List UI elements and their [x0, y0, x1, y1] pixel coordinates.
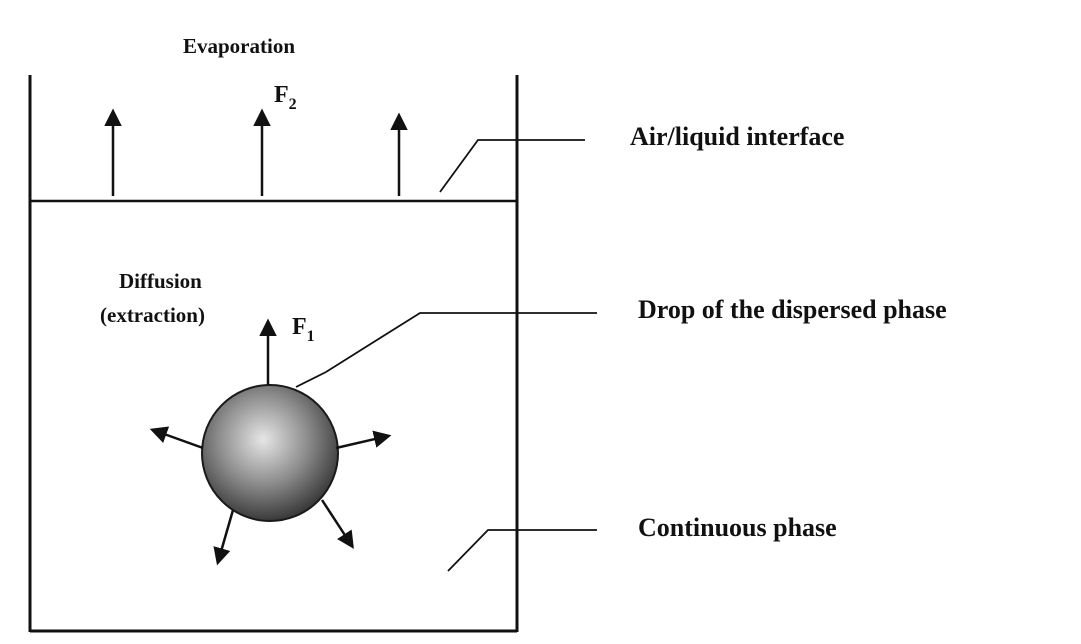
- f2-label: F2: [274, 82, 297, 113]
- diffusion-arrow-left: [149, 426, 204, 450]
- continuous-leader-line: [447, 529, 597, 572]
- drop-label: Drop of the dispersed phase: [638, 295, 947, 324]
- interface-leader-line: [439, 139, 585, 193]
- extraction-label: (extraction): [100, 303, 205, 327]
- evaporation-label: Evaporation: [183, 34, 295, 58]
- diffusion-label: Diffusion: [119, 269, 202, 293]
- drop-leader-line: [295, 312, 597, 388]
- air-liquid-interface-label: Air/liquid interface: [630, 122, 844, 151]
- diffusion-arrow-right: [335, 430, 392, 450]
- continuous-phase-label: Continuous phase: [638, 513, 837, 542]
- diffusion-arrow-down-left: [213, 509, 235, 566]
- dispersed-phase-drop: [201, 384, 339, 522]
- diffusion-arrow-down-right: [320, 499, 354, 549]
- f1-label: F1: [292, 314, 315, 345]
